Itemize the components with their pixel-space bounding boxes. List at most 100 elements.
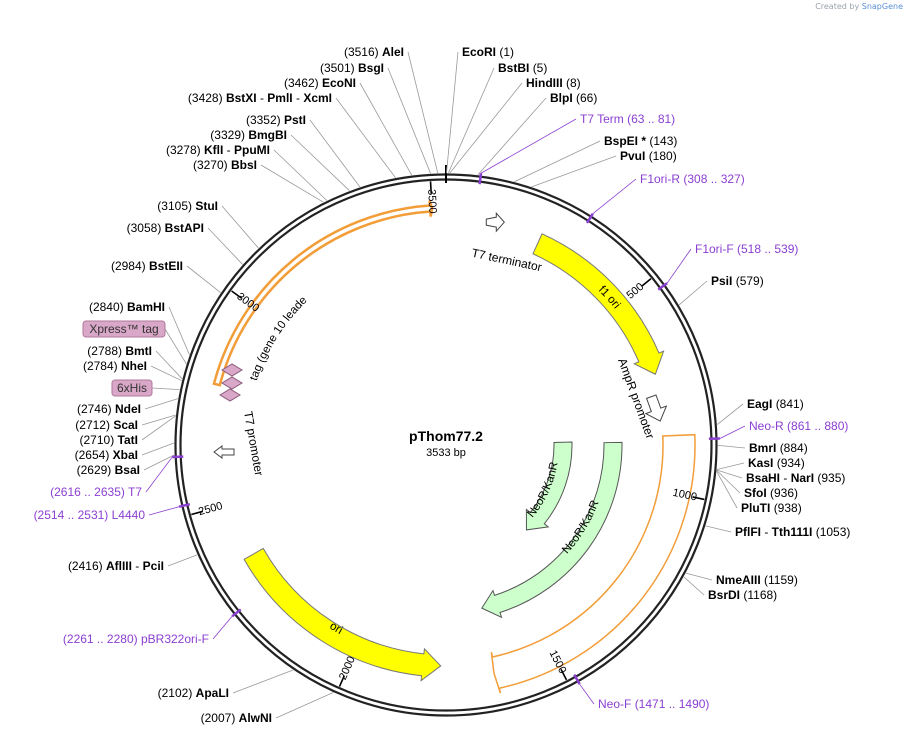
- enzyme-site-bsgi: (3501) BsgI: [320, 61, 384, 75]
- label-leader-line: [335, 97, 396, 178]
- primer-leader-line: [212, 616, 233, 640]
- orf-highlight: [490, 433, 696, 694]
- scale-label: 2000: [337, 655, 358, 682]
- label-leader-line: [716, 469, 743, 479]
- label-leader-line: [155, 350, 183, 380]
- plasmid-name: pThom77.2: [409, 428, 483, 444]
- feature-arc-neor-kanr-outer: [481, 441, 623, 619]
- label-leader-line: [141, 442, 175, 456]
- enzyme-site-bbsi: (3270) BbsI: [193, 158, 257, 172]
- label-leader-line: [143, 454, 175, 471]
- enzyme-site-xbai: (2654) XbaI: [75, 448, 138, 462]
- scale-tick: [231, 290, 242, 299]
- primer-leader-line: [719, 425, 746, 439]
- scale-tick: [692, 496, 705, 501]
- primer-leader-line: [579, 683, 595, 705]
- label-leader-line: [531, 155, 617, 188]
- label-leader-line: [685, 572, 713, 581]
- feature-box-label: 6xHis: [117, 381, 147, 395]
- primer-pbr322ori-f: (2261 .. 2280) pBR322ori-F: [63, 632, 209, 646]
- watermark-brand: SnapGene: [861, 2, 903, 11]
- feature-box-label: Xpress™ tag: [89, 322, 158, 336]
- label-leader-line: [273, 149, 328, 201]
- ampr-promoter-arrow: [644, 394, 668, 422]
- scale-label: 500: [625, 281, 647, 302]
- label-leader-line: [164, 328, 187, 365]
- enzyme-site-psii: PsiI (579): [711, 274, 764, 288]
- label-leader-line: [477, 97, 547, 176]
- label-leader-line: [705, 525, 732, 533]
- enzyme-site-bsteii: (2984) BstEII: [111, 259, 183, 273]
- primer-leader-line: [145, 456, 173, 493]
- enzyme-site-stui: (3105) StuI: [157, 199, 218, 213]
- label-leader-line: [168, 306, 190, 355]
- enzyme-site-bsahi-nari: BsaHI - NarI (935): [746, 471, 845, 485]
- label-leader-line: [678, 280, 708, 306]
- label-leader-line: [716, 471, 738, 509]
- scale-tick: [429, 181, 433, 194]
- enzyme-site-ndei: (2746) NdeI: [77, 402, 141, 416]
- enzyme-site-kfli-ppumi: (3278) KflI - PpuMI: [166, 143, 270, 157]
- t7-terminator-arrow: [485, 211, 505, 233]
- primer-neo-r: Neo-R (861 .. 880): [749, 419, 848, 433]
- enzyme-site-ecori: EcoRI (1): [462, 45, 514, 59]
- label-leader-line: [446, 51, 459, 174]
- t7-promoter-arrow: [213, 445, 235, 459]
- feature-arc-neor-kanr-inner: [525, 441, 573, 531]
- scale-tick: [641, 278, 652, 287]
- primer-site-mark: [231, 608, 242, 618]
- feature-label-t7-terminator: T7 terminator: [470, 246, 543, 275]
- feature-box-6xhis: [111, 379, 153, 397]
- enzyme-site-afliii-pcii: (2416) AflIII - PciI: [68, 559, 164, 573]
- label-leader-line: [716, 462, 745, 470]
- scale-label: 2500: [197, 500, 224, 518]
- enzyme-site-pflfi-tth111i: PflFI - Tth111I (1053): [735, 525, 850, 539]
- feature-arc-f1-ori: [532, 233, 665, 375]
- enzyme-site-bstbi: BstBI (5): [498, 61, 547, 75]
- primer-site-mark: [573, 673, 581, 685]
- label-leader-line: [150, 365, 182, 382]
- scale-tick: [191, 510, 204, 516]
- enzyme-site-bmri: BmrI (884): [749, 441, 808, 455]
- enzyme-site-bmti: (2788) BmtI: [87, 344, 152, 358]
- primer-leader-line: [592, 178, 637, 214]
- primer-site-mark: [478, 173, 483, 185]
- tag-arrow: [221, 376, 243, 390]
- primer-l4440: (2514 .. 2531) L4440: [34, 508, 146, 522]
- primer-t7: (2616 .. 2635) T7: [50, 485, 142, 499]
- primer-site-mark: [657, 282, 668, 291]
- enzyme-site-blpi: BlpI (66): [550, 91, 597, 105]
- scale-tick: [560, 668, 568, 681]
- primer-leader-line: [666, 248, 692, 284]
- feature-label-t7-promoter: T7 promoter: [241, 410, 266, 477]
- label-leader-line: [387, 67, 431, 174]
- enzyme-site-bsai: (2629) BsaI: [77, 463, 140, 477]
- enzyme-site-bmgbi: (3329) BmgBI: [210, 128, 287, 142]
- label-leader-line: [448, 67, 495, 174]
- primer-f1ori-r: F1ori-R (308 .. 327): [640, 172, 745, 186]
- scale-label: 1000: [672, 487, 698, 504]
- enzyme-site-bspei: BspEI * (143): [604, 134, 677, 148]
- label-leader-line: [232, 669, 294, 694]
- label-leader-line: [683, 576, 705, 596]
- watermark-prefix: Created by: [815, 2, 860, 11]
- enzyme-site-alwni: (2007) AlwNI: [201, 711, 272, 725]
- enzyme-site-nmeaiii: NmeAIII (1159): [716, 573, 798, 587]
- primer-site-mark: [178, 503, 191, 508]
- label-leader-line: [359, 82, 413, 176]
- scale-label: 3500: [425, 189, 438, 214]
- enzyme-site-apali: (2102) ApaLI: [158, 686, 229, 700]
- enzyme-site-nhei: (2784) NheI: [83, 359, 147, 373]
- enzyme-site-sfoi: SfoI (936): [744, 486, 798, 500]
- feature-box-xpress-tag: [82, 320, 166, 338]
- plasmid-length: 3533 bp: [426, 447, 466, 459]
- enzyme-site-hindiii: HindIII (8): [526, 76, 581, 90]
- primer-leader-line: [148, 506, 180, 516]
- label-leader-line: [151, 387, 180, 391]
- enzyme-site-psti: (3352) PstI: [246, 113, 306, 127]
- enzyme-site-pluti: PluTI (938): [741, 501, 802, 515]
- label-leader-line: [717, 444, 746, 449]
- label-leader-line: [167, 554, 198, 567]
- enzyme-site-bstxi-pmli-xcmi: (3428) BstXI - PmlI - XcmI: [188, 91, 332, 105]
